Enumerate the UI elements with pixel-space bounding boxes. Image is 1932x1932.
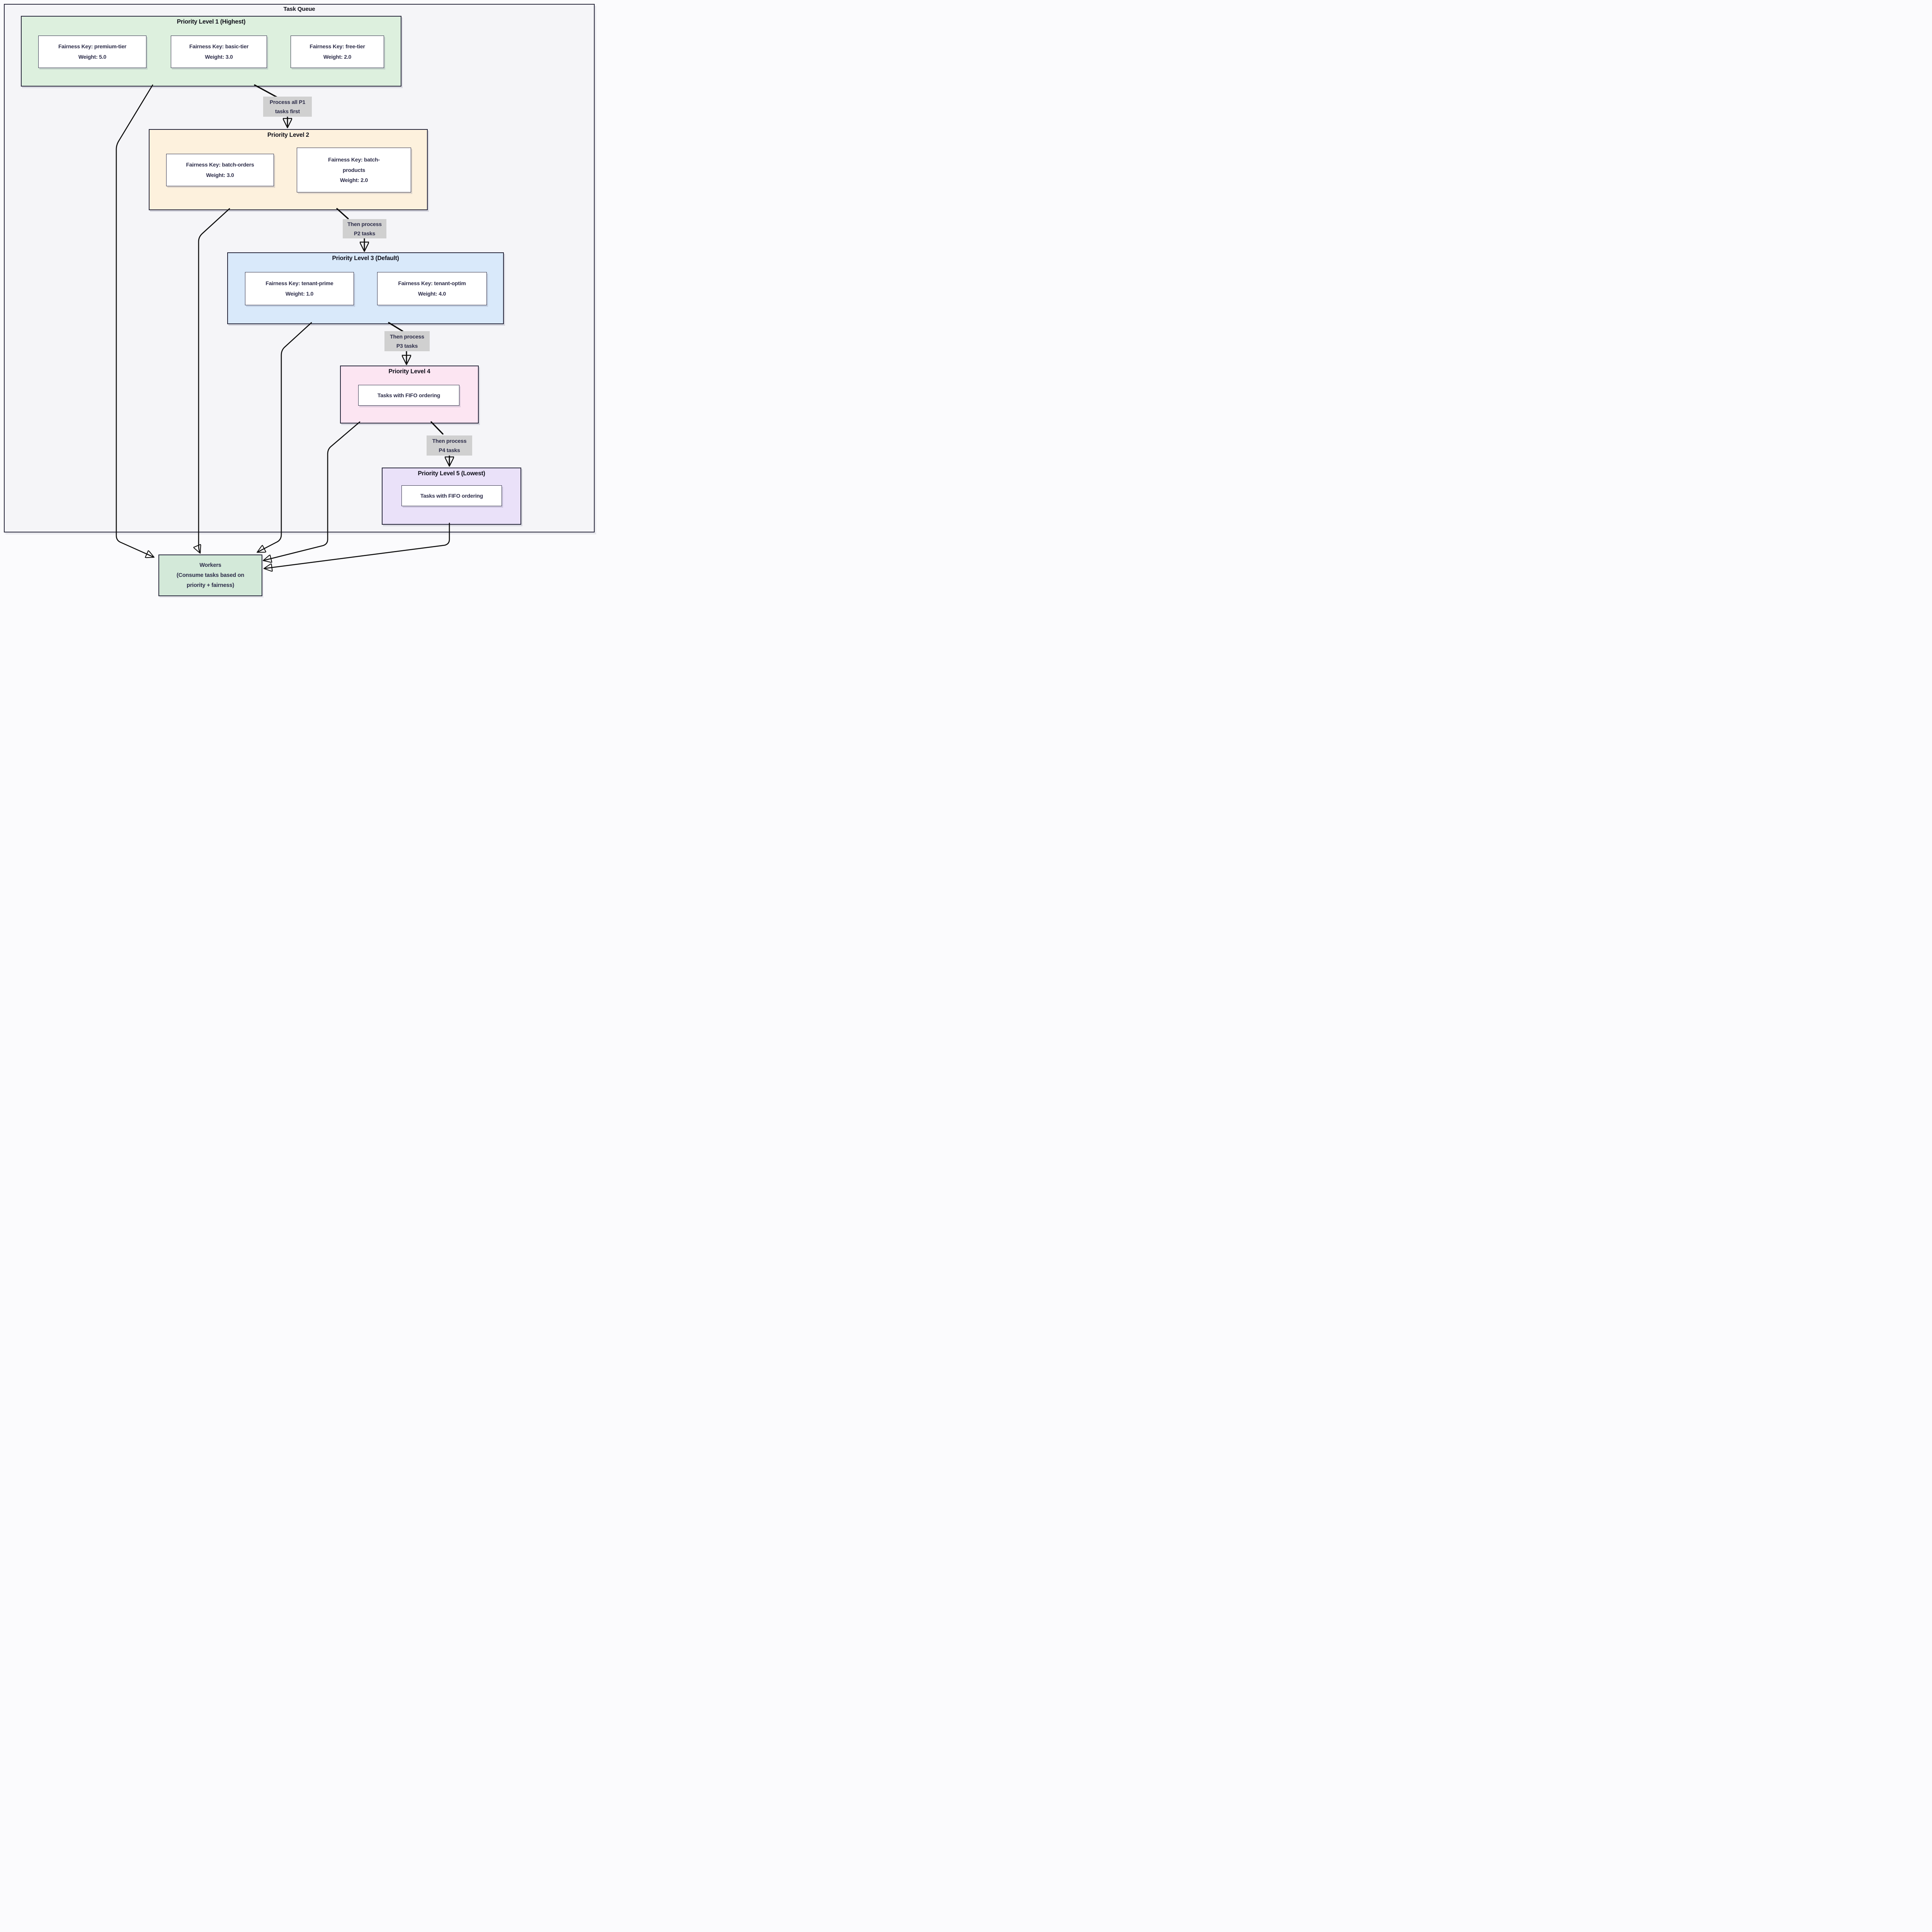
fifo-tasks-text: Tasks with FIFO ordering: [420, 492, 483, 499]
edge-label-process-all-p1: Process all P1 tasks first: [263, 97, 312, 117]
fairness-weight-text: Weight: 3.0: [206, 172, 234, 178]
workers-node: Workers (Consume tasks based on priority…: [158, 554, 262, 596]
fairness-weight-text: Weight: 1.0: [285, 291, 314, 297]
fairness-weight-text: Weight: 2.0: [323, 54, 352, 60]
fairness-key-text: Fairness Key: batch-orders: [186, 162, 254, 168]
fifo-tasks-card-p5: Tasks with FIFO ordering: [401, 485, 502, 506]
fairness-card-premium-tier: Fairness Key: premium-tier Weight: 5.0: [38, 36, 146, 68]
priority-level-3-title: Priority Level 3 (Default): [332, 255, 399, 262]
fairness-key-text: Fairness Key: tenant-optim: [398, 280, 466, 287]
fairness-weight-text: Weight: 5.0: [78, 54, 107, 60]
fairness-card-tenant-optim: Fairness Key: tenant-optim Weight: 4.0: [377, 272, 487, 305]
task-queue-title: Task Queue: [283, 6, 315, 12]
fairness-weight-text: Weight: 4.0: [418, 291, 446, 297]
priority-level-4-group: Priority Level 4 Tasks with FIFO orderin…: [340, 366, 479, 423]
priority-level-5-title: Priority Level 5 (Lowest): [418, 470, 485, 477]
fairness-weight-text: Weight: 3.0: [205, 54, 233, 60]
edge-label-then-process-p2: Then process P2 tasks: [343, 219, 386, 238]
flowchart-canvas: Task Queue Priority Level 1 (Highest) Fa…: [0, 0, 596, 601]
edge-label-then-process-p3: Then process P3 tasks: [384, 331, 430, 351]
fairness-card-tenant-prime: Fairness Key: tenant-prime Weight: 1.0: [245, 272, 354, 305]
fairness-card-batch-orders: Fairness Key: batch-orders Weight: 3.0: [166, 154, 274, 186]
fairness-weight-text: Weight: 2.0: [340, 177, 368, 184]
priority-level-1-title: Priority Level 1 (Highest): [177, 19, 246, 25]
fairness-card-batch-products: Fairness Key: batch- products Weight: 2.…: [297, 148, 411, 192]
fairness-key-text: Fairness Key: free-tier: [310, 43, 365, 50]
fifo-tasks-card-p4: Tasks with FIFO ordering: [358, 385, 459, 406]
fifo-tasks-text: Tasks with FIFO ordering: [377, 392, 440, 398]
fairness-key-text: Fairness Key: premium-tier: [58, 43, 127, 50]
fairness-key-text: Fairness Key: batch- products: [328, 156, 380, 173]
priority-level-2-title: Priority Level 2: [267, 132, 309, 138]
fairness-key-text: Fairness Key: tenant-prime: [265, 280, 333, 287]
priority-level-2-group: Priority Level 2 Fairness Key: batch-ord…: [149, 129, 428, 210]
priority-level-4-title: Priority Level 4: [388, 368, 430, 375]
priority-level-5-group: Priority Level 5 (Lowest) Tasks with FIF…: [382, 468, 521, 525]
fairness-key-text: Fairness Key: basic-tier: [189, 43, 249, 50]
priority-level-1-group: Priority Level 1 (Highest) Fairness Key:…: [21, 16, 401, 87]
fairness-card-basic-tier: Fairness Key: basic-tier Weight: 3.0: [171, 36, 267, 68]
priority-level-3-group: Priority Level 3 (Default) Fairness Key:…: [227, 252, 504, 324]
fairness-card-free-tier: Fairness Key: free-tier Weight: 2.0: [291, 36, 384, 68]
edge-label-then-process-p4: Then process P4 tasks: [427, 435, 472, 456]
